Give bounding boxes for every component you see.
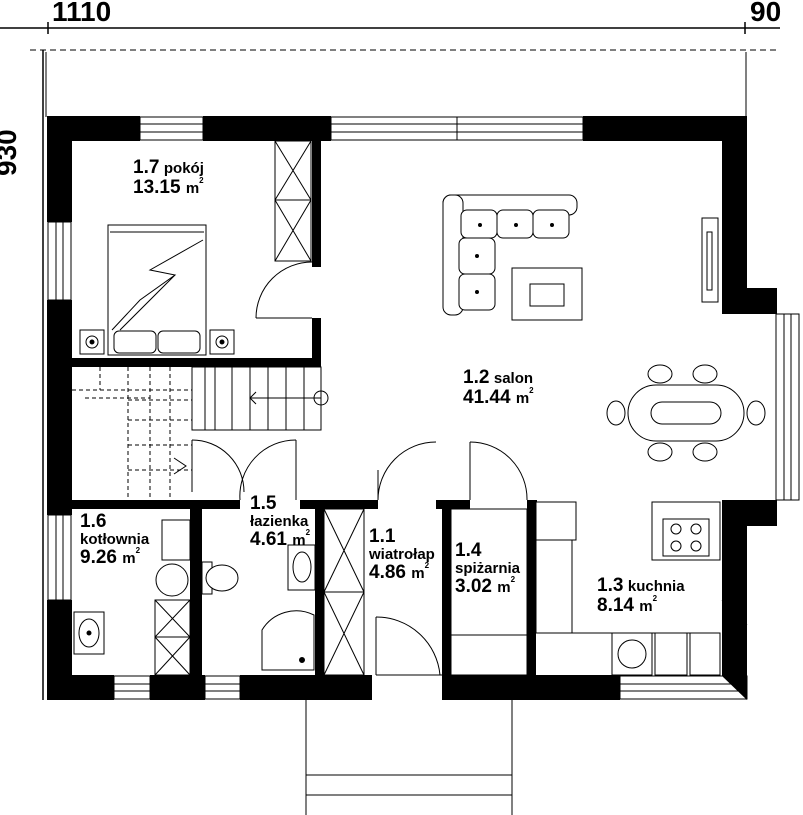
kitchen-fixtures: [535, 501, 721, 676]
kitchen-bay: [721, 526, 748, 700]
entrance-steps: [305, 700, 513, 815]
bed: [79, 224, 235, 356]
dimension-lines: [0, 22, 780, 700]
boiler-room-fixtures: [73, 519, 191, 676]
stairs: [72, 366, 329, 500]
room-label-pokoj: 1.7 pokój 13.15 m2: [133, 157, 204, 198]
windows: [47, 116, 800, 700]
pantry-shelves: [450, 508, 528, 676]
exterior-walls: [47, 116, 777, 700]
room-label-lazienka: 1.5 łazienka 4.61 m2: [250, 493, 311, 550]
wardrobe: [274, 140, 312, 262]
tv-unit: [701, 217, 719, 303]
vestibule-wardrobe: [323, 508, 365, 676]
doors: [191, 261, 528, 676]
room-label-kuchnia: 1.3 kuchnia 8.14 m2: [597, 575, 685, 616]
room-label-wiatrolap: 1.1 wiatrołap 4.86 m2: [369, 526, 435, 583]
dimension-right-label: 90: [750, 0, 782, 27]
dimension-width-label: 1110: [52, 0, 112, 27]
dimension-height-label: 930: [0, 129, 22, 176]
sofa: [442, 194, 583, 321]
room-label-spizarnia: 1.4 spiżarnia 3.02 m2: [455, 540, 521, 597]
room-label-salon: 1.2 salon 41.44 m2: [463, 367, 534, 408]
room-label-kotlownia: 1.6 kotłownia 9.26 m2: [80, 511, 150, 568]
bathroom-fixtures: [201, 544, 316, 671]
interior-walls: [72, 141, 537, 675]
dining-table: [606, 364, 766, 462]
